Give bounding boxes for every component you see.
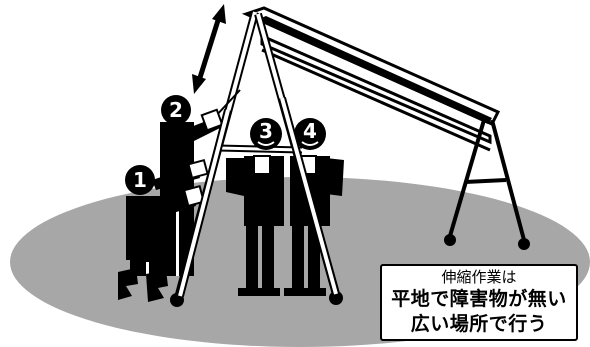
worker-number-2: 2 <box>169 98 183 122</box>
worker-number-1: 1 <box>133 168 147 192</box>
worker-number-4: 4 <box>303 119 317 143</box>
worker-number-3: 3 <box>259 119 273 143</box>
right-a-frame <box>448 119 526 241</box>
worker-3: 3 <box>226 118 284 296</box>
caster-wheel <box>444 234 456 246</box>
worker-4: 4 <box>284 118 344 296</box>
note-line-3: 広い場所で行う <box>410 313 548 335</box>
note-line-2: 平地で障害物が無い <box>391 288 567 310</box>
double-headed-arrow-icon <box>192 4 226 94</box>
rear-leg-inner <box>280 97 338 295</box>
front-leg-inner <box>178 109 230 297</box>
caster-wheel <box>170 293 184 307</box>
platform-beam <box>241 6 501 152</box>
worker-1: 1 <box>118 158 209 302</box>
caster-wheel <box>518 238 530 250</box>
caution-note-box: 伸縮作業は 平地で障害物が無い 広い場所で行う <box>380 264 578 341</box>
worker-2: 2 <box>160 95 224 276</box>
note-line-1: 伸縮作業は <box>441 268 517 286</box>
